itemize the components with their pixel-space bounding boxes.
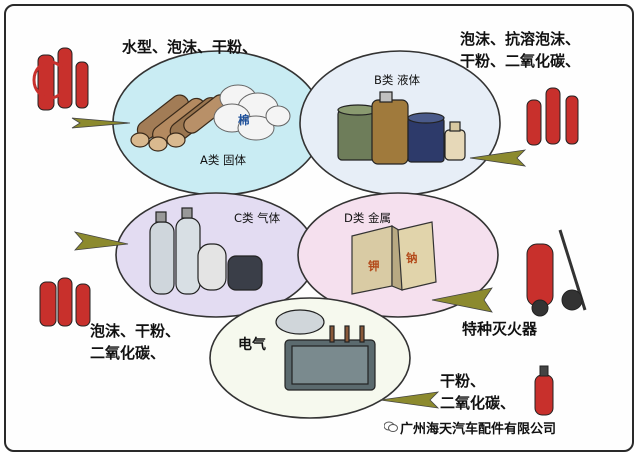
arrow-solid xyxy=(71,117,131,129)
extinguisher-group-liquid xyxy=(526,87,579,146)
arrow-metal xyxy=(431,287,493,313)
liquid-class-label: B类 液体 xyxy=(374,73,421,87)
metal-ingots-illustration xyxy=(351,221,437,295)
arrow-gas xyxy=(73,231,129,251)
solid-class-label: A类 固体 xyxy=(200,153,247,167)
wechat-icon xyxy=(384,421,398,432)
metal-class-label: D类 金属 xyxy=(344,211,392,225)
arrow-liquid xyxy=(469,149,527,167)
metal-agents-label: 特种灭火器 xyxy=(462,320,538,338)
transformer-illustration xyxy=(275,309,376,391)
logs-illustration xyxy=(130,94,229,152)
liquid-agents-label: 泡沫、抗溶泡沫、 干粉、二氧化碳、 xyxy=(460,30,581,70)
watermark-company-name: 广州海天汽车配件有限公司 xyxy=(400,422,557,437)
ingot-sodium-label: 钠 xyxy=(406,251,418,265)
gas-agents-label: 泡沫、干粉、 二氧化碳、 xyxy=(90,322,181,362)
gas-cylinders-illustration xyxy=(149,207,263,295)
solid-agents-label: 水型、泡沫、干粉、 xyxy=(122,38,258,56)
extinguisher-group-solid xyxy=(32,47,89,111)
extinguisher-cart-metal xyxy=(526,229,587,317)
ingot-potassium-label: 钾 xyxy=(368,259,380,273)
arrow-electric xyxy=(379,391,440,409)
electric-class-label: 电气 xyxy=(238,337,266,353)
electric-agents-label: 干粉、 二氧化碳、 xyxy=(440,372,516,412)
cotton-label: 棉 xyxy=(238,113,250,127)
barrels-illustration xyxy=(337,91,466,165)
extinguisher-group-gas xyxy=(39,277,91,327)
extinguisher-electric xyxy=(534,365,554,416)
cotton-illustration xyxy=(213,84,291,141)
gas-class-label: C类 气体 xyxy=(234,211,281,225)
